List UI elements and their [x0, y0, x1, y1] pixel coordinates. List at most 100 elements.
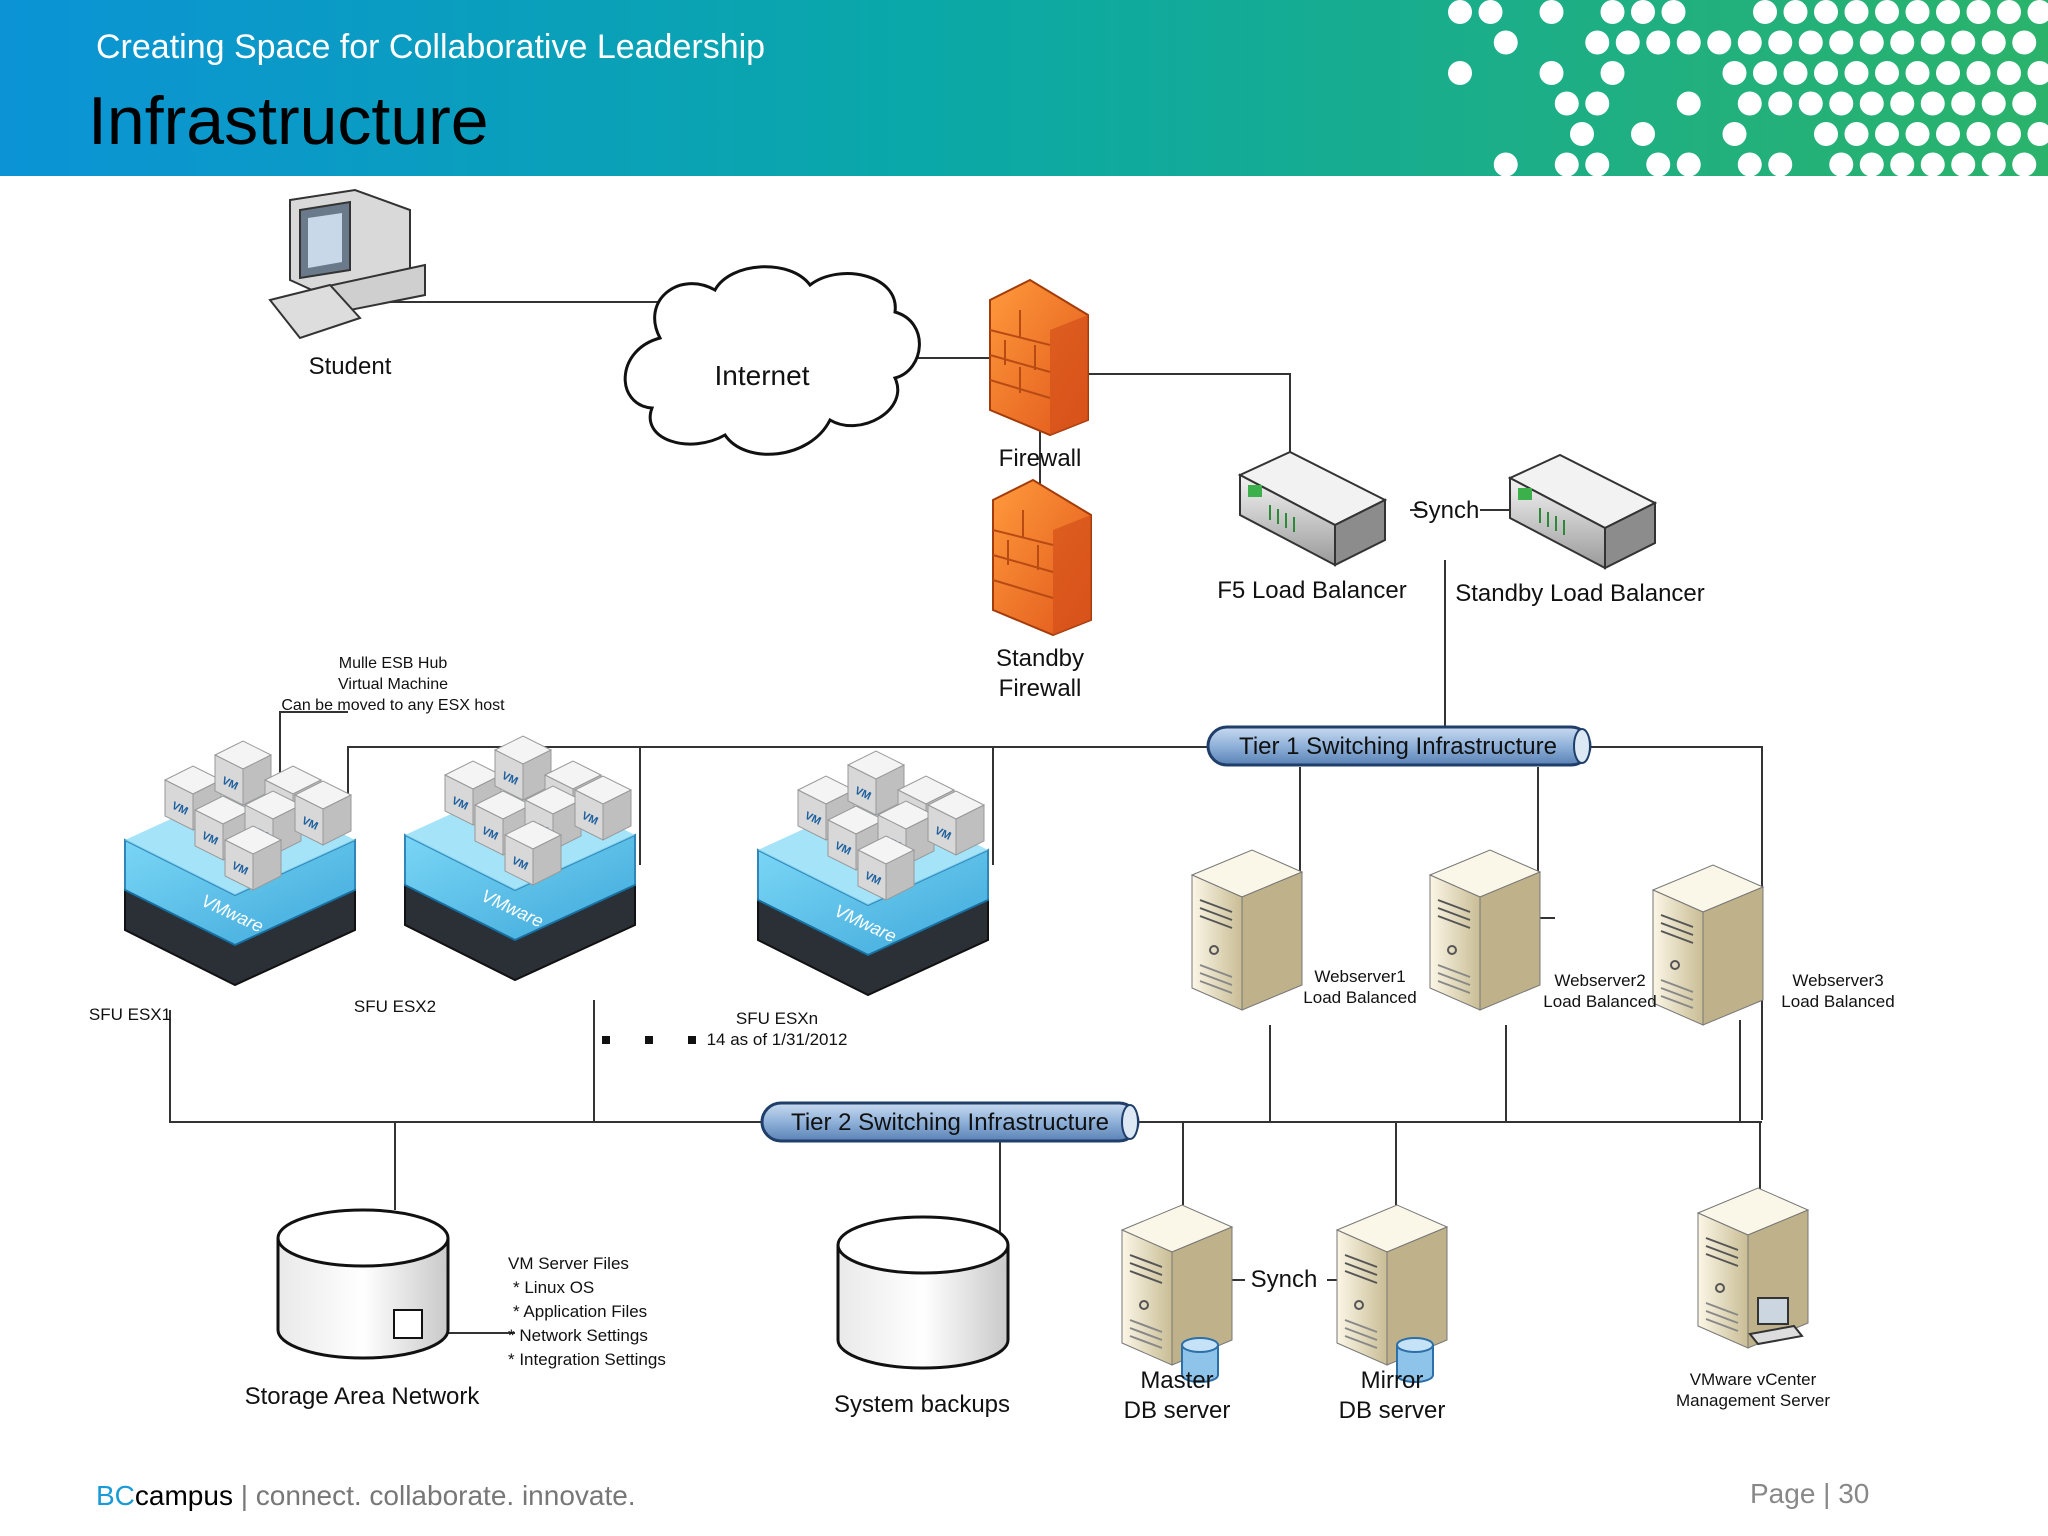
esx-host-icon: VMwareVMVMVMVMVMVMVM: [404, 735, 636, 982]
f5-load-balancer-label: F5 Load Balancer: [1217, 577, 1406, 604]
header-dot: [1753, 61, 1777, 85]
vm-cube-icon: VM: [846, 750, 906, 816]
header-dot: [1936, 0, 1960, 24]
header-dot: [1936, 122, 1960, 146]
esxn-label: SFU ESXn: [736, 1009, 818, 1028]
san-file-item: * Network Settings: [508, 1326, 648, 1345]
page-number: 30: [1838, 1478, 1870, 1509]
infrastructure-diagram: Student Internet Firewall Standby Firewa…: [89, 188, 1895, 1424]
header-dot: [1875, 0, 1899, 24]
header-dot: [1585, 91, 1610, 116]
san-file-item: * Application Files: [513, 1302, 647, 1321]
webserver1-line2: Load Balanced: [1303, 988, 1416, 1007]
header-dot: [2012, 152, 2037, 176]
vcenter-line1: VMware vCenter: [1690, 1370, 1817, 1389]
vm-cube-icon: VM: [473, 790, 533, 856]
header-dot: [1875, 61, 1899, 85]
standby-load-balancer-icon: [1507, 453, 1658, 570]
header-dot: [1600, 0, 1625, 24]
header-dot: [1676, 152, 1701, 176]
header-dot: [1951, 30, 1976, 55]
webservers: [1190, 849, 1765, 1026]
header-dot: [1890, 152, 1915, 176]
slide-header: Creating Space for Collaborative Leaders…: [0, 0, 2048, 176]
header-dot: [1768, 152, 1793, 176]
esx2-label: SFU ESX2: [354, 997, 436, 1016]
student-label: Student: [309, 353, 392, 380]
header-dot: [1936, 61, 1960, 85]
header-dot: [1920, 30, 1945, 55]
tier2-label: Tier 2 Switching Infrastructure: [791, 1109, 1109, 1136]
header-dot: [1997, 61, 2021, 85]
esx1-label: SFU ESX1: [89, 1005, 171, 1024]
header-dot: [1981, 152, 2006, 176]
header-dot: [1600, 61, 1625, 85]
header-dot: [1631, 0, 1655, 24]
header-dot: [1859, 91, 1884, 116]
header-dot: [1814, 61, 1838, 85]
vcenter-server-icon: [1696, 1187, 1810, 1349]
mule-note-line2: Virtual Machine: [338, 676, 448, 693]
san-files-title: VM Server Files: [508, 1254, 629, 1273]
master-db-line1: Master: [1140, 1367, 1213, 1394]
lb-synch-label: Synch: [1413, 497, 1480, 524]
header-dot: [1920, 91, 1945, 116]
header-dot: [1737, 152, 1762, 176]
mirror-db-line2: DB server: [1339, 1397, 1446, 1424]
master-db-line2: DB server: [1124, 1397, 1231, 1424]
san-file-item: * Integration Settings: [508, 1350, 666, 1369]
header-dot: [1966, 122, 1991, 146]
firewall-icon: [989, 278, 1089, 437]
header-dot: [1722, 61, 1747, 85]
header-dot: [1844, 122, 1869, 146]
header-dot: [1981, 91, 2006, 116]
webserver2-line1: Webserver2: [1554, 971, 1645, 990]
vm-cube-icon: VM: [493, 735, 553, 801]
header-dot: [1493, 30, 1518, 55]
standby-load-balancer-label: Standby Load Balancer: [1455, 580, 1705, 607]
header-dot: [1737, 30, 1762, 55]
header-dot: [1859, 152, 1884, 176]
header-dot: [1570, 122, 1594, 146]
esx-host-icon: VMwareVMVMVMVMVMVMVM: [757, 750, 989, 997]
connection-lines: [169, 301, 1763, 1334]
db-server-icon: [1120, 1204, 1234, 1383]
header-dot: [1646, 30, 1671, 55]
tier1-switching-pipe: [1206, 725, 1592, 767]
header-dot: [1646, 152, 1671, 176]
page-indicator: Page | 30: [1750, 1478, 1869, 1510]
san-file-item: * Linux OS: [513, 1278, 594, 1297]
standby-firewall-icon: [992, 478, 1092, 637]
header-dot: [1829, 91, 1854, 116]
header-dot: [1798, 91, 1823, 116]
webserver-icon: [1651, 864, 1765, 1026]
header-dot: [1585, 152, 1610, 176]
tier2-switching-pipe: [760, 1101, 1140, 1143]
header-dot: [2027, 122, 2048, 146]
f5-load-balancer-icon: [1237, 450, 1388, 567]
header-dot: [1966, 61, 1991, 85]
esx-host-icon: VMwareVMVMVMVMVMVMVM: [124, 740, 356, 987]
header-dot: [1768, 91, 1793, 116]
brand-campus: campus: [134, 1480, 233, 1511]
header-dot: [1966, 0, 1991, 24]
header-dot: [2012, 91, 2037, 116]
header-dot: [1783, 61, 1808, 85]
header-dot: [1768, 30, 1793, 55]
webserver3-line2: Load Balanced: [1781, 992, 1894, 1011]
db-servers: [1120, 1204, 1449, 1383]
vm-cube-icon: VM: [856, 835, 916, 901]
san-label: Storage Area Network: [245, 1383, 481, 1410]
storage-area-network-icon: [276, 1208, 450, 1360]
ellipsis-dots: [602, 1036, 696, 1044]
vm-cube-icon: VM: [926, 790, 986, 856]
firewall-label: Firewall: [999, 445, 1082, 472]
slide-subtitle: Creating Space for Collaborative Leaders…: [96, 28, 766, 66]
header-dot: [2012, 30, 2037, 55]
header-dot: [1783, 0, 1808, 24]
webserver1-line1: Webserver1: [1314, 967, 1405, 986]
vm-cube-icon: VM: [223, 825, 283, 891]
db-synch-label: Synch: [1251, 1266, 1318, 1293]
internet-label: Internet: [715, 360, 810, 391]
header-dot: [2027, 61, 2048, 85]
